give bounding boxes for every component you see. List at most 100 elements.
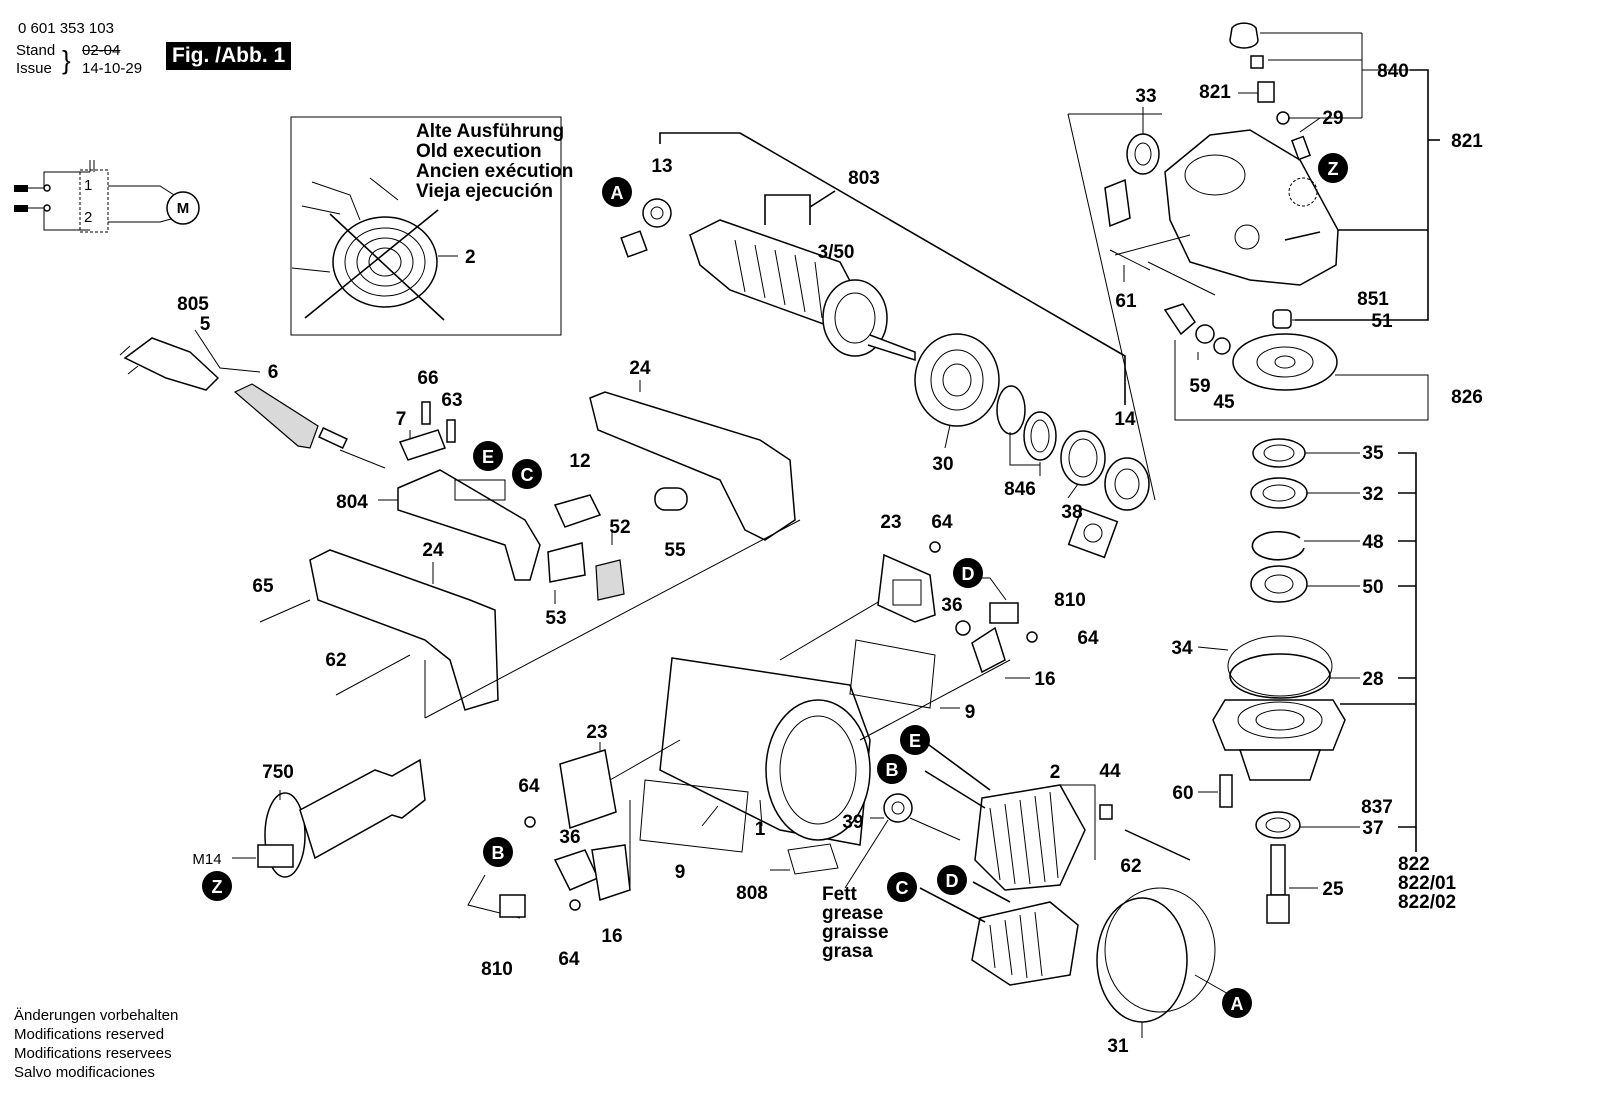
- label-29: 29: [1322, 108, 1343, 129]
- fan-39: [883, 793, 913, 823]
- callout-c-switch: [512, 459, 542, 489]
- svg-text:C: C: [896, 878, 909, 898]
- inset-line-es: Vieja ejecución: [416, 181, 553, 202]
- label-51: 51: [1371, 311, 1393, 332]
- label-53: 53: [545, 608, 566, 629]
- part-labels: 13 803 3/50 14 30 846 38 33 61 59 45 840…: [177, 61, 1483, 1057]
- field-coil-lower: [971, 901, 1079, 986]
- label-64-bottom-b: 64: [558, 949, 580, 970]
- modifications-footer: Änderungen vorbehalten Modifications res…: [14, 1006, 178, 1082]
- label-64-bottom-a: 64: [518, 776, 540, 797]
- label-837: 837: [1361, 797, 1393, 818]
- callout-b-brush: [483, 837, 513, 867]
- callout-e-switch: [473, 441, 503, 471]
- label-39: 39: [842, 812, 863, 833]
- label-32: 32: [1362, 484, 1383, 505]
- label-12: 12: [569, 451, 590, 472]
- grease-fr: graisse: [822, 922, 889, 943]
- gear-head-group: [1067, 22, 1440, 501]
- armature-group: [620, 132, 1150, 559]
- svg-text:E: E: [909, 731, 921, 751]
- svg-text:D: D: [962, 564, 975, 584]
- stand-label: Stand: [16, 42, 56, 59]
- grease-de: Fett: [822, 884, 858, 905]
- bearing-13: [642, 198, 672, 228]
- terminal-2-label: 2: [84, 209, 92, 226]
- motor-symbol: [166, 191, 200, 225]
- label-34: 34: [1171, 638, 1193, 659]
- label-62-handle: 62: [325, 650, 346, 671]
- callout-a-top: [602, 177, 632, 207]
- terminal-1-label: 1: [84, 177, 92, 194]
- issue-label: Issue: [16, 60, 52, 77]
- brush-plate-23a: [877, 553, 936, 623]
- label-24-top: 24: [629, 358, 651, 379]
- label-59: 59: [1189, 376, 1210, 397]
- callout-c-coil: [887, 872, 917, 902]
- inset-line-en: Old execution: [416, 141, 542, 162]
- fan-30: [914, 333, 1000, 427]
- label-61: 61: [1115, 291, 1137, 312]
- label-30: 30: [932, 454, 953, 475]
- label-826: 826: [1451, 387, 1483, 408]
- label-44: 44: [1099, 761, 1121, 782]
- svg-text:B: B: [886, 760, 899, 780]
- label-750: 750: [262, 762, 294, 783]
- callout-a-bottom: [1222, 988, 1252, 1018]
- bevel-gear-826: [1232, 333, 1338, 391]
- label-840: 840: [1377, 61, 1409, 82]
- label-821-a: 821: [1199, 82, 1231, 103]
- callout-z-head: [1318, 153, 1348, 183]
- label-14: 14: [1114, 409, 1136, 430]
- label-64-right: 64: [1077, 628, 1099, 649]
- label-m14: M14: [192, 851, 221, 868]
- old-stator-icon: [291, 177, 445, 321]
- svg-text:Z: Z: [1328, 159, 1339, 179]
- label-38: 38: [1061, 502, 1082, 523]
- svg-text:B: B: [492, 843, 505, 863]
- svg-text:E: E: [482, 447, 494, 467]
- housing-ring-31: [1096, 897, 1188, 1023]
- motor-label: M: [177, 200, 190, 217]
- label-803: 803: [848, 168, 880, 189]
- label-23-top: 23: [880, 512, 901, 533]
- cord-switch-handle-group: [119, 329, 801, 719]
- callout-d-brush: [953, 558, 983, 588]
- label-3-50: 3/50: [818, 242, 855, 263]
- label-2: 2: [1050, 762, 1061, 783]
- grease-en: grease: [822, 903, 883, 924]
- label-62-coil: 62: [1120, 856, 1141, 877]
- label-851: 851: [1357, 289, 1389, 310]
- label-846: 846: [1004, 479, 1036, 500]
- brace-glyph: }: [62, 45, 71, 75]
- label-810-top: 810: [1054, 590, 1086, 611]
- old-execution-inset: Alte Ausführung Old execution Ancien exé…: [290, 116, 573, 336]
- label-9-top: 9: [965, 702, 976, 723]
- svg-text:D: D: [946, 871, 959, 891]
- label-805: 805: [177, 294, 209, 315]
- callout-d-coil: [937, 865, 967, 895]
- label-48: 48: [1362, 532, 1383, 553]
- label-821-b: 821: [1451, 131, 1483, 152]
- bearing-33: [1126, 133, 1160, 175]
- callout-markers: A A E C D E B C D B Z Z: [202, 153, 1348, 1018]
- label-66: 66: [417, 368, 438, 389]
- footer-de: Änderungen vorbehalten: [14, 1007, 179, 1024]
- label-36-top: 36: [941, 595, 962, 616]
- label-52: 52: [609, 517, 630, 538]
- motor-housing-group: [232, 541, 1231, 1038]
- label-28: 28: [1362, 669, 1383, 690]
- svg-text:A: A: [611, 183, 624, 203]
- label-16-bottom: 16: [601, 926, 622, 947]
- label-6: 6: [268, 362, 279, 383]
- label-9-bottom: 9: [675, 862, 686, 883]
- label-33: 33: [1135, 86, 1156, 107]
- label-822-02: 822/02: [1398, 892, 1456, 913]
- inset-line-fr: Ancien exécution: [416, 161, 573, 182]
- part-number: 0 601 353 103: [18, 20, 114, 37]
- callout-z-handle: [202, 871, 232, 901]
- stand-value: 02-04: [82, 42, 121, 59]
- issue-value: 14-10-29: [82, 60, 143, 77]
- footer-es: Salvo modificaciones: [14, 1064, 155, 1081]
- inset-line-de: Alte Ausführung: [416, 121, 564, 142]
